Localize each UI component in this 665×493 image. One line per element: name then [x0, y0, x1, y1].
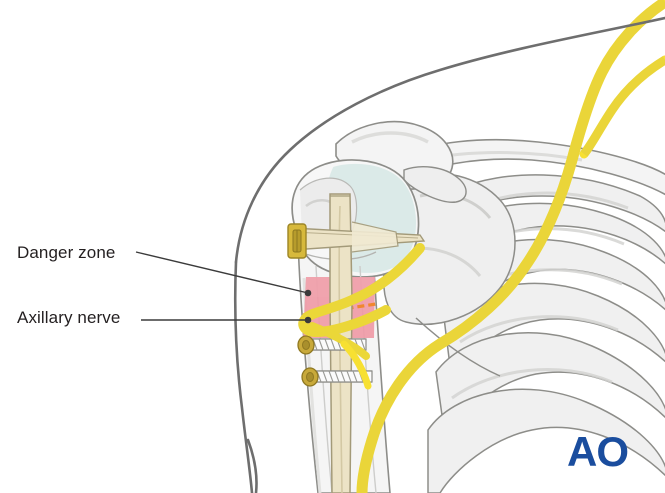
brachial-plexus [356, 0, 665, 493]
end-cap [287, 223, 307, 259]
arm-contour [233, 260, 254, 493]
svg-text:AO: AO [567, 428, 628, 475]
acromion [335, 120, 467, 203]
label-danger-zone: Danger zone [17, 243, 116, 262]
coracoid [403, 166, 467, 203]
leader-danger-zone [135, 251, 309, 294]
leader-dot-danger-zone [304, 289, 312, 297]
rib-6 [427, 388, 665, 493]
shoulder-contour [234, 16, 665, 264]
label-axillary-nerve: Axillary nerve [17, 308, 121, 327]
scapula-lateral-border [415, 317, 501, 377]
leader-lines [135, 251, 312, 324]
leader-dot-axillary-nerve [304, 316, 312, 324]
ao-logo: AO [567, 428, 629, 475]
rib-1 [451, 174, 665, 233]
body-silhouette [233, 16, 665, 493]
rib-cage [427, 174, 665, 493]
rib-5 [435, 331, 665, 447]
arm-inner-contour [246, 438, 258, 493]
rib-4 [443, 282, 665, 385]
